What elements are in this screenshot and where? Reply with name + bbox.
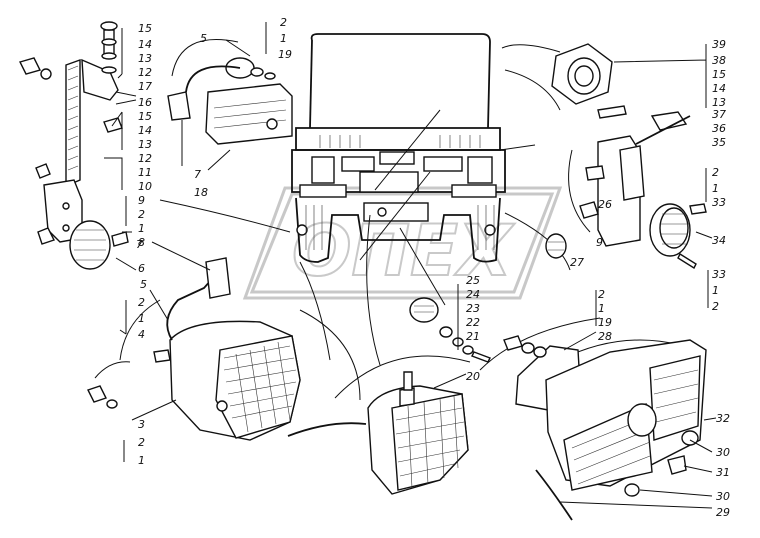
label-7: 7: [136, 238, 143, 251]
label-15: 15: [138, 22, 152, 35]
label-1: 1: [712, 182, 719, 195]
lamp-20: [287, 371, 469, 495]
label-2: 2: [280, 16, 287, 29]
label-33: 33: [712, 268, 726, 281]
label-9: 9: [138, 194, 145, 207]
label-20: 20: [466, 370, 480, 383]
label-13: 13: [138, 138, 152, 151]
label-3: 3: [138, 418, 145, 431]
label-2: 2: [138, 208, 145, 221]
label-18: 18: [194, 186, 208, 199]
label-22: 22: [466, 316, 480, 329]
label-26: 26: [598, 198, 612, 211]
label-9: 9: [596, 236, 603, 249]
vehicle-rear-view: [291, 33, 506, 263]
label-1: 1: [598, 302, 605, 315]
lamp-18: [167, 57, 293, 145]
label-2: 2: [138, 436, 145, 449]
label-14: 14: [712, 82, 726, 95]
label-36: 36: [712, 122, 726, 135]
label-14: 14: [138, 124, 152, 137]
watermark-text: ОПЕХ: [292, 210, 515, 292]
label-13: 13: [138, 52, 152, 65]
label-2: 2: [712, 300, 719, 313]
label-19: 19: [278, 48, 292, 61]
lamp-3: [87, 257, 301, 441]
label-leaders: [104, 22, 717, 509]
label-35: 35: [712, 136, 726, 149]
label-5: 5: [200, 32, 207, 45]
label-34: 34: [712, 234, 726, 247]
label-14: 14: [138, 38, 152, 51]
lamp-32: [503, 335, 707, 521]
label-25: 25: [466, 274, 480, 287]
lamp-34-bracket: [545, 135, 707, 270]
label-30: 30: [716, 490, 730, 503]
label-19: 19: [598, 316, 612, 329]
label-1: 1: [712, 284, 719, 297]
bracket-assembly-left: [18, 21, 129, 270]
label-31: 31: [716, 466, 730, 479]
label-11: 11: [138, 166, 152, 179]
label-30: 30: [716, 446, 730, 459]
label-1: 1: [138, 454, 145, 467]
label-12: 12: [138, 152, 152, 165]
label-7: 7: [194, 168, 201, 181]
label-15: 15: [712, 68, 726, 81]
label-2: 2: [598, 288, 605, 301]
label-24: 24: [466, 288, 480, 301]
label-1: 1: [280, 32, 287, 45]
label-4: 4: [138, 328, 145, 341]
label-10: 10: [138, 180, 152, 193]
label-38: 38: [712, 54, 726, 67]
part-number-labels: 15 14 13 12 17 16 15 14 13 12 11 10 9 2 …: [136, 16, 730, 519]
label-21: 21: [466, 330, 480, 343]
label-15: 15: [138, 110, 152, 123]
lamp-38-39: [551, 43, 691, 145]
label-28: 28: [598, 330, 612, 343]
label-5: 5: [140, 278, 147, 291]
label-13: 13: [712, 96, 726, 109]
label-17: 17: [138, 80, 152, 93]
label-1: 1: [138, 312, 145, 325]
label-8: 8: [138, 236, 145, 249]
label-1: 1: [138, 222, 145, 235]
label-12: 12: [138, 66, 152, 79]
label-33: 33: [712, 196, 726, 209]
label-16: 16: [138, 96, 152, 109]
label-39: 39: [712, 38, 726, 51]
label-2: 2: [138, 296, 145, 309]
label-29: 29: [716, 506, 730, 519]
label-6: 6: [138, 262, 145, 275]
leader-curves: [94, 39, 681, 401]
label-37: 37: [712, 108, 726, 121]
label-27: 27: [570, 256, 584, 269]
label-23: 23: [466, 302, 480, 315]
label-2: 2: [712, 166, 719, 179]
label-32: 32: [716, 412, 730, 425]
